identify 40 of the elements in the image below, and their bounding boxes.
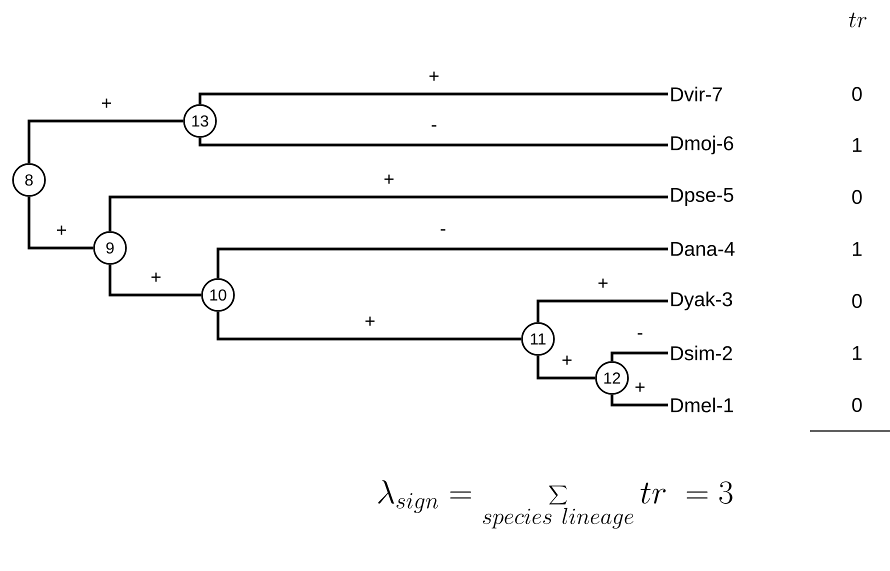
trait-value: 0 — [852, 398, 862, 412]
species-label: Dyak-3 — [671, 292, 732, 310]
sign-label: + — [427, 70, 441, 84]
sign-label: - — [438, 228, 448, 236]
sign-label: - — [636, 332, 644, 340]
column-header: $tr$ — [849, 12, 866, 28]
trait-value: 1 — [852, 138, 862, 152]
trait-value: 0 — [852, 294, 862, 308]
tree-branch — [216, 248, 668, 278]
species-label: Dana-4 — [671, 242, 735, 256]
species-label: Dvir-7 — [671, 86, 722, 102]
tree-branch — [108, 264, 202, 296]
tree-branch — [536, 356, 596, 380]
trait-value: 0 — [852, 86, 862, 102]
tree-branch — [198, 92, 668, 104]
sign-label: + — [560, 354, 574, 368]
sign-label: + — [363, 315, 377, 329]
tree-branch — [536, 300, 668, 322]
formula: $\lambda_{sign} = \sum_{species\ lineage} tr\ = 3$ — [378, 480, 732, 529]
sign-label: + — [633, 381, 647, 395]
sign-label: - — [430, 124, 438, 132]
species-label: Dpse-5 — [671, 188, 734, 206]
tree-branch — [28, 196, 94, 250]
species-label: Dsim-2 — [671, 346, 732, 360]
sign-label: + — [596, 277, 610, 291]
species-label: Dmoj-6 — [671, 136, 734, 154]
tree-branch — [198, 138, 668, 146]
trait-value: 1 — [852, 242, 862, 256]
sign-label: + — [54, 224, 68, 238]
sign-label: + — [149, 271, 163, 285]
trait-value: 0 — [852, 190, 862, 204]
trait-value: 1 — [852, 346, 862, 360]
sign-label: + — [100, 97, 114, 111]
sign-label: + — [382, 173, 396, 187]
tree-branch — [216, 312, 522, 340]
tree-branch — [28, 120, 184, 164]
tree-branch — [610, 352, 668, 362]
tree-branch — [610, 394, 668, 406]
species-label: Dmel-1 — [671, 398, 734, 412]
tree-branch — [108, 196, 668, 232]
